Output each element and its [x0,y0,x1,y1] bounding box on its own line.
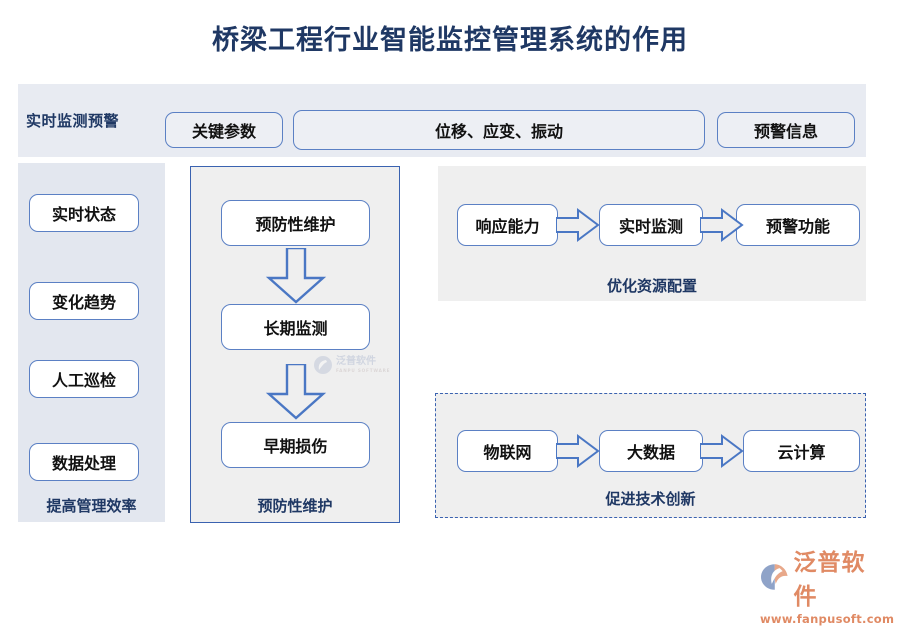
flow-box-iot[interactable]: 物联网 [457,430,558,472]
sidebar-item-data-processing[interactable]: 数据处理 [29,443,139,481]
right-arrow-icon [700,208,744,242]
header-pill-warning-info[interactable]: 预警信息 [717,112,855,148]
right-arrow-icon [556,208,600,242]
flow-box-realtime-monitoring[interactable]: 实时监测 [599,204,703,246]
sidebar-item-realtime-status[interactable]: 实时状态 [29,194,139,232]
watermark-subtext: FANPU SOFTWARE [336,367,391,373]
top-right-panel-footer-label: 优化资源配置 [606,277,697,295]
header-pill-key-parameters[interactable]: 关键参数 [165,112,283,148]
page-title: 桥梁工程行业智能监控管理系统的作用 [212,25,688,56]
sidebar-footer-label: 提高管理效率 [46,497,137,515]
diagram-canvas: 桥梁工程行业智能监控管理系统的作用 实时监测预警 关键参数 位移、应变、振动 预… [18,25,894,626]
flow-box-response-capability[interactable]: 响应能力 [457,204,558,246]
logo-url: www.fanpusoft.com [760,612,895,626]
down-arrow-icon [265,248,327,304]
right-arrow-icon [700,434,744,468]
center-panel-footer-label: 预防性维护 [257,497,333,515]
flow-box-big-data[interactable]: 大数据 [599,430,703,472]
logo-mark-icon [760,564,788,590]
logo-text: 泛普软件 [793,550,866,610]
header-label: 实时监测预警 [26,112,120,130]
header-pill-displacement-strain-vibration[interactable]: 位移、应变、振动 [293,110,705,150]
flow-box-warning-function[interactable]: 预警功能 [736,204,860,246]
watermark-logo: 泛普软件 FANPU SOFTWARE [313,352,401,378]
sidebar-item-change-trend[interactable]: 变化趋势 [29,282,139,320]
sidebar-item-manual-inspection[interactable]: 人工巡检 [29,360,139,398]
flow-box-cloud-computing[interactable]: 云计算 [743,430,860,472]
company-logo: 泛普软件 www.fanpusoft.com [760,543,894,626]
flow-box-preventive-maintenance[interactable]: 预防性维护 [221,200,370,246]
down-arrow-icon [265,364,327,420]
watermark-text: 泛普软件 [336,356,376,368]
bottom-right-panel-footer-label: 促进技术创新 [605,490,696,508]
right-arrow-icon [556,434,600,468]
flow-box-early-damage[interactable]: 早期损伤 [221,422,370,468]
watermark-mark-icon [314,356,332,374]
flow-box-long-term-monitoring[interactable]: 长期监测 [221,304,370,350]
